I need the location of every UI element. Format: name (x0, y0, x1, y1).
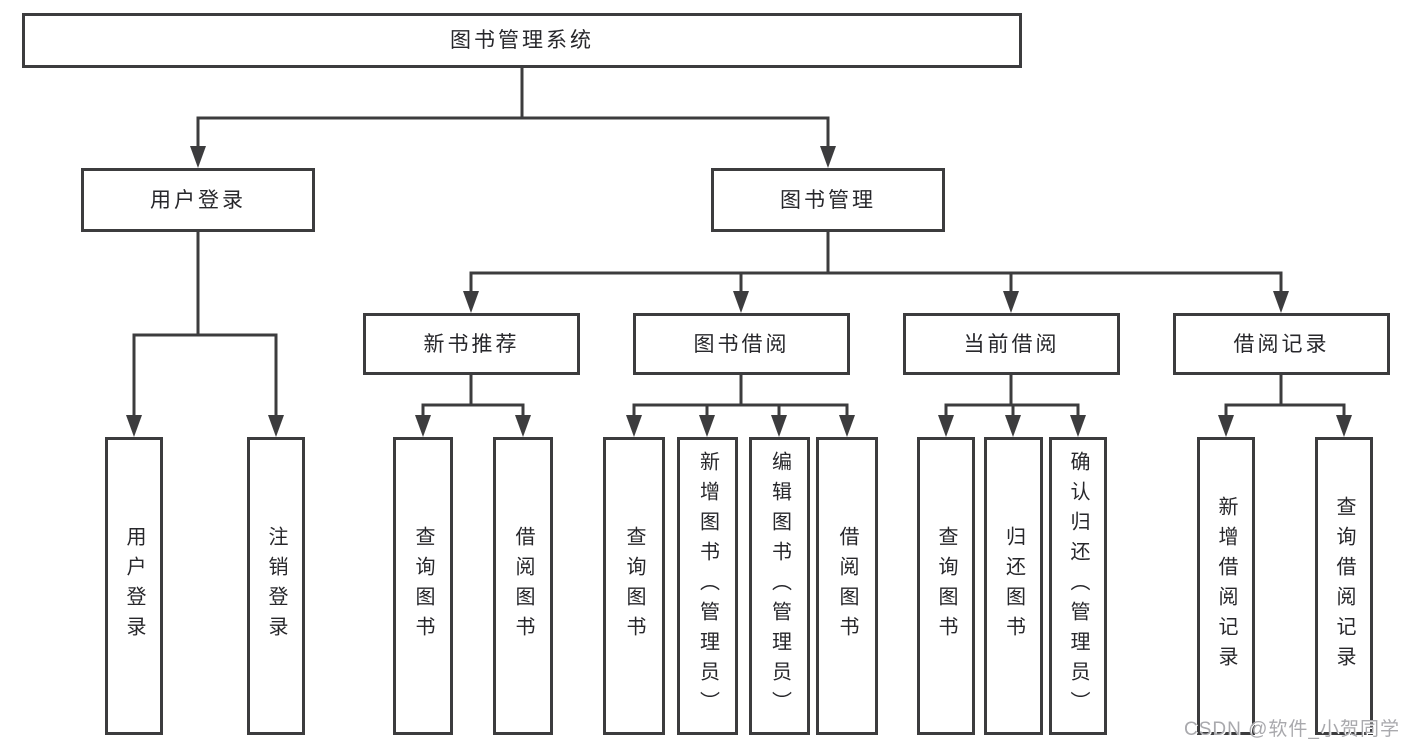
node-leaf-borrow-books-1: 借阅图书 (493, 437, 553, 735)
node-leaf-query-books-1-label: 查询图书 (412, 526, 434, 646)
node-current-borrowing-label: 当前借阅 (963, 332, 1060, 356)
node-leaf-query-books-3: 查询图书 (917, 437, 975, 735)
node-leaf-edit-books-admin-label: 编辑图书（管理员） (768, 451, 791, 721)
node-leaf-return-books-label: 归还图书 (1002, 526, 1025, 646)
node-leaf-add-borrow-record: 新增借阅记录 (1197, 437, 1255, 735)
node-leaf-query-borrow-record: 查询借阅记录 (1315, 437, 1373, 735)
node-leaf-borrow-books-2: 借阅图书 (816, 437, 878, 735)
node-book-management-label: 图书管理 (780, 188, 876, 212)
node-leaf-user-login-label: 用户登录 (123, 526, 145, 646)
watermark: CSDN @软件_小贺同学 (1184, 719, 1400, 740)
node-leaf-user-login: 用户登录 (105, 437, 163, 735)
node-leaf-query-books-1: 查询图书 (393, 437, 453, 735)
node-leaf-borrow-books-1-label: 借阅图书 (512, 526, 534, 646)
node-book-borrowing-label: 图书借阅 (693, 332, 790, 356)
node-user-login-label: 用户登录 (150, 188, 246, 212)
node-leaf-query-books-2: 查询图书 (603, 437, 665, 735)
node-leaf-add-books-admin: 新增图书（管理员） (677, 437, 738, 735)
node-leaf-add-books-admin-label: 新增图书（管理员） (696, 451, 719, 721)
node-borrow-records-label: 借阅记录 (1233, 332, 1330, 356)
node-leaf-borrow-books-2-label: 借阅图书 (836, 526, 858, 646)
node-leaf-confirm-return-admin: 确认归还（管理员） (1049, 437, 1107, 735)
node-book-management: 图书管理 (711, 168, 945, 232)
node-leaf-logout: 注销登录 (247, 437, 305, 735)
node-library-system: 图书管理系统 (22, 13, 1022, 68)
node-leaf-query-books-3-label: 查询图书 (935, 526, 957, 646)
node-leaf-query-borrow-record-label: 查询借阅记录 (1333, 496, 1355, 676)
node-leaf-edit-books-admin: 编辑图书（管理员） (749, 437, 810, 735)
node-new-book-recommend-label: 新书推荐 (423, 332, 520, 356)
node-leaf-confirm-return-admin-label: 确认归还（管理员） (1067, 451, 1089, 721)
node-leaf-query-books-2-label: 查询图书 (623, 526, 645, 646)
node-book-borrowing: 图书借阅 (633, 313, 850, 375)
node-leaf-return-books: 归还图书 (984, 437, 1043, 735)
node-current-borrowing: 当前借阅 (903, 313, 1120, 375)
node-leaf-logout-label: 注销登录 (265, 526, 287, 646)
node-user-login: 用户登录 (81, 168, 315, 232)
node-new-book-recommend: 新书推荐 (363, 313, 580, 375)
node-borrow-records: 借阅记录 (1173, 313, 1390, 375)
node-leaf-add-borrow-record-label: 新增借阅记录 (1215, 496, 1237, 676)
node-library-system-label: 图书管理系统 (450, 29, 594, 52)
